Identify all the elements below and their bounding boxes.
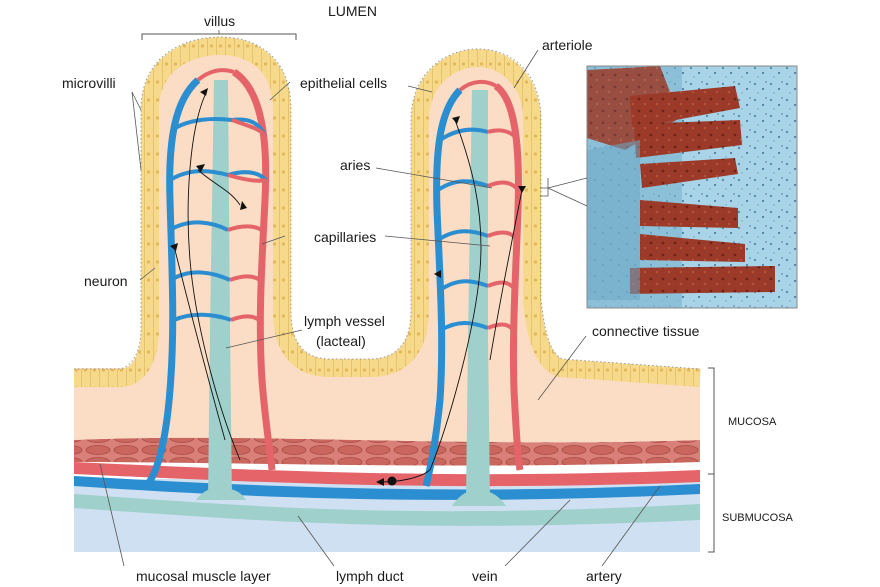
epithelial-cells-label: epithelial cells	[300, 75, 387, 91]
submucosa-bracket	[708, 473, 715, 553]
left-lacteal-duct-join	[196, 488, 246, 500]
left-artery	[231, 69, 276, 471]
villus-tissue	[74, 46, 700, 443]
neuron-arrowheads	[170, 88, 526, 486]
micrograph-inset	[586, 65, 798, 309]
right-artery	[493, 83, 524, 471]
right-lacteal	[466, 90, 490, 500]
leader-lines	[99, 49, 661, 567]
connective-tissue-label: connective tissue	[592, 323, 700, 339]
right-vein	[422, 87, 463, 487]
mucosa-bracket	[708, 367, 715, 475]
artery-label: artery	[586, 568, 622, 584]
villus-label: villus	[204, 13, 235, 29]
left-vein	[145, 77, 201, 487]
vein-label: vein	[472, 568, 498, 584]
right-lacteal-duct-join	[452, 490, 506, 506]
epithelial-outer-edge	[74, 36, 701, 370]
capillaries-label: capillaries	[314, 229, 376, 245]
aries-label: aries	[340, 157, 370, 173]
left-lacteal	[208, 80, 232, 500]
lumen-label: LUMEN	[328, 3, 377, 19]
epithelial-layer	[74, 36, 701, 387]
microvilli-label: microvilli	[62, 75, 116, 91]
submucosa-label: SUBMUCOSA	[722, 512, 794, 524]
mucosa-label: MUCOSA	[728, 416, 777, 428]
lymph-duct-label: lymph duct	[336, 568, 404, 584]
right-capillaries	[436, 79, 520, 334]
lymph-vessel-label: lymph vessel	[304, 313, 385, 329]
horizontal-lymph-duct	[74, 494, 700, 526]
lacteal-label: (lacteal)	[316, 333, 366, 349]
left-capillaries	[168, 68, 268, 324]
neuron-cell-body	[387, 476, 397, 486]
neuron-fibers	[174, 94, 523, 483]
arteriole-label: arteriole	[542, 37, 593, 53]
mucosal-muscle-layer-label: mucosal muscle layer	[136, 568, 271, 584]
neuron-label: neuron	[84, 273, 128, 289]
